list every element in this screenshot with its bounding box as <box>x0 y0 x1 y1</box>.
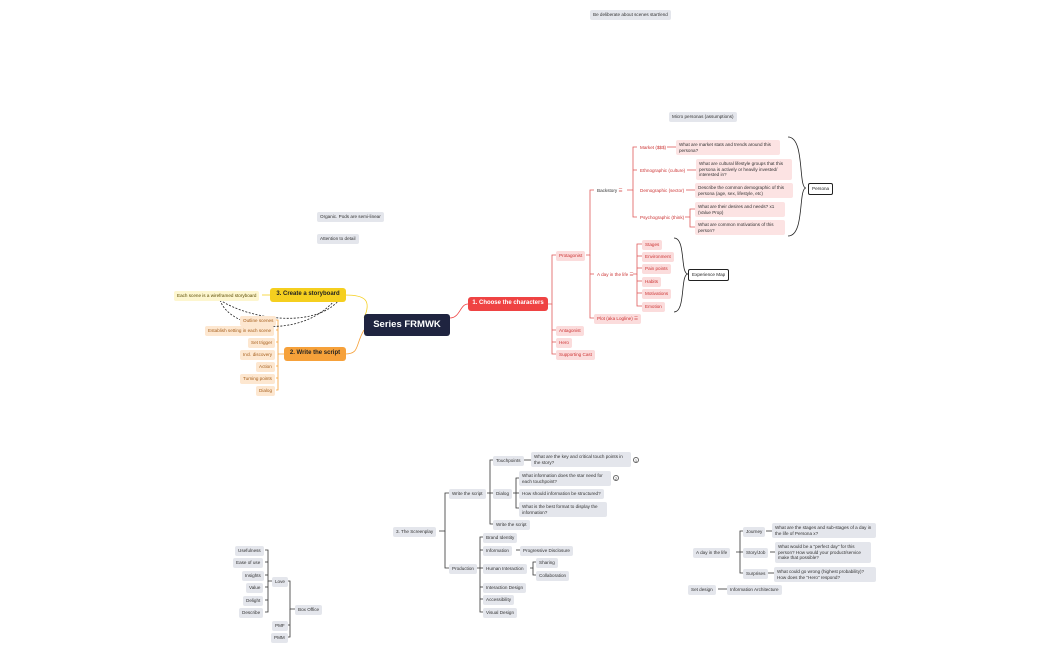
node-psychographic[interactable]: Psychographic (think) <box>640 215 685 220</box>
micro-personas[interactable]: Micro personas (assumptions) <box>669 112 737 122</box>
day-in-life-label: A day in the life <box>597 272 629 277</box>
dil-info-arch[interactable]: Information Architecture <box>727 585 782 595</box>
sp-dialog-q1[interactable]: What information does the star need for … <box>519 471 611 487</box>
sp-touchpoints-q[interactable]: What are the key and critical touch poin… <box>531 452 631 468</box>
node-antagonist[interactable]: Antagonist <box>556 326 584 336</box>
branch-create-storyboard[interactable]: 3. Create a storyboard <box>270 288 346 302</box>
sp-interaction-design[interactable]: Interaction Design <box>483 583 527 593</box>
bo-pmf[interactable]: PMF <box>272 621 288 631</box>
backstory-label: Backstory <box>597 188 618 193</box>
node-stages[interactable]: Stages <box>642 240 663 250</box>
note-icon: ☰ <box>634 316 639 321</box>
dil-surprises[interactable]: Surprises <box>743 569 769 579</box>
bo-insights[interactable]: Insights <box>242 571 264 581</box>
label-experience-map[interactable]: Experience Map <box>688 269 730 281</box>
node-day-in-life[interactable]: A day in the life ☰ <box>594 270 637 280</box>
question-psycho-1[interactable]: What are their desires and needs? x1 (Va… <box>695 202 785 218</box>
node-pain-points[interactable]: Pain points <box>642 264 671 274</box>
branch-choose-characters[interactable]: 1. Choose the characters <box>468 297 548 311</box>
dil-set-design[interactable]: Set design <box>688 585 716 595</box>
sp-visual-design[interactable]: Visual Design <box>483 608 518 618</box>
dil-root[interactable]: A day in the life <box>693 548 731 558</box>
node-emotion[interactable]: Emotion <box>642 302 665 312</box>
node-motivations[interactable]: Motivations <box>642 289 672 299</box>
node-backstory[interactable]: Backstory ☰ <box>594 186 626 196</box>
bo-pmm[interactable]: PMM <box>271 633 288 643</box>
storyboard-note[interactable]: Each scene is a wireframed storyboard <box>174 291 260 301</box>
note-attention[interactable]: Attention to detail <box>317 234 359 244</box>
bo-ease-of-use[interactable]: Ease of use <box>233 558 264 568</box>
bo-describe[interactable]: Describe <box>239 608 264 618</box>
dil-journey[interactable]: Journey <box>743 527 766 537</box>
boxoffice-root[interactable]: Box Office <box>295 605 323 615</box>
note-icon: ☰ <box>618 188 623 193</box>
script-item-7[interactable]: Dialog <box>256 386 276 396</box>
sp-accessibility[interactable]: Accessibility <box>483 595 515 605</box>
sp-write-script-2[interactable]: Write the script <box>493 520 530 530</box>
sp-dialog[interactable]: Dialog <box>493 489 513 499</box>
sp-production[interactable]: Production <box>449 564 477 574</box>
script-item-3[interactable]: Set trigger <box>248 338 276 348</box>
question-ethnographic[interactable]: What are cultural lifestyle groups that … <box>696 159 792 180</box>
bo-love[interactable]: Love <box>272 577 288 587</box>
dil-surprises-q[interactable]: What could go wrong (highest probability… <box>774 567 876 583</box>
sp-progressive[interactable]: Progressive Disclosure <box>520 546 573 556</box>
node-demographic[interactable]: Demographic (sector) <box>640 188 685 193</box>
dil-story[interactable]: Story/Job <box>743 548 769 558</box>
dil-journey-q[interactable]: What are the stages and sub-stages of a … <box>772 523 876 539</box>
script-item-6[interactable]: Turning points <box>240 374 275 384</box>
bo-delight[interactable]: Delight <box>243 596 264 606</box>
plot-label: Plot (aka Logline) <box>597 316 633 321</box>
question-market[interactable]: What are market stats and trends around … <box>676 140 780 156</box>
sp-information[interactable]: Information <box>483 546 512 556</box>
sp-touchpoints[interactable]: Touchpoints <box>493 456 524 466</box>
node-market[interactable]: Market ($$$) <box>640 145 667 150</box>
node-protagonist[interactable]: Protagonist <box>556 251 586 261</box>
script-item-2[interactable]: Establish setting in each scene <box>205 326 275 336</box>
badge-2: 2 <box>613 475 619 481</box>
bo-usefulness[interactable]: Usefulness <box>235 546 264 556</box>
screenplay-root[interactable]: 3. The Screenplay <box>393 527 437 537</box>
question-demographic[interactable]: Describe the common demographic of this … <box>695 183 793 199</box>
note-deliberate[interactable]: Be deliberate about scenes start/end <box>590 10 671 20</box>
sp-write-script[interactable]: Write the script <box>449 489 486 499</box>
note-icon: ☰ <box>629 272 634 277</box>
node-plot[interactable]: Plot (aka Logline) ☰ <box>594 314 642 324</box>
sp-brand-identity[interactable]: Brand Identity <box>483 533 518 543</box>
note-organic[interactable]: Organic. Pods are semi-linear <box>317 212 384 222</box>
label-persona[interactable]: Persona <box>808 183 834 195</box>
script-item-4[interactable]: Incl. discovery <box>240 350 276 360</box>
node-supporting-cast[interactable]: Supporting Cast <box>556 350 595 360</box>
sp-human-interaction[interactable]: Human Interaction <box>483 564 527 574</box>
badge-1: 1 <box>633 457 639 463</box>
node-environment[interactable]: Environment <box>642 252 674 262</box>
sp-sharing[interactable]: Sharing <box>536 558 558 568</box>
sp-dialog-q3[interactable]: What is the best format to display the i… <box>519 502 607 518</box>
dil-story-q[interactable]: What would be a "perfect day" for this p… <box>775 542 871 563</box>
node-hero[interactable]: Hero <box>556 338 572 348</box>
node-ethnographic[interactable]: Ethnographic (culture) <box>640 168 686 173</box>
bo-value[interactable]: Value <box>246 583 264 593</box>
script-item-1[interactable]: Outline scenes <box>240 316 277 326</box>
node-habits[interactable]: Habits <box>642 277 662 287</box>
branch-write-script[interactable]: 2. Write the script <box>284 347 346 361</box>
question-psycho-2[interactable]: What are common motivations of this pers… <box>695 220 785 236</box>
script-item-5[interactable]: Action <box>256 362 275 372</box>
sp-dialog-q2[interactable]: How should information be structured? <box>519 489 604 499</box>
central-topic[interactable]: Series FRMWK <box>364 314 450 336</box>
sp-collaboration[interactable]: Collaboration <box>536 571 570 581</box>
